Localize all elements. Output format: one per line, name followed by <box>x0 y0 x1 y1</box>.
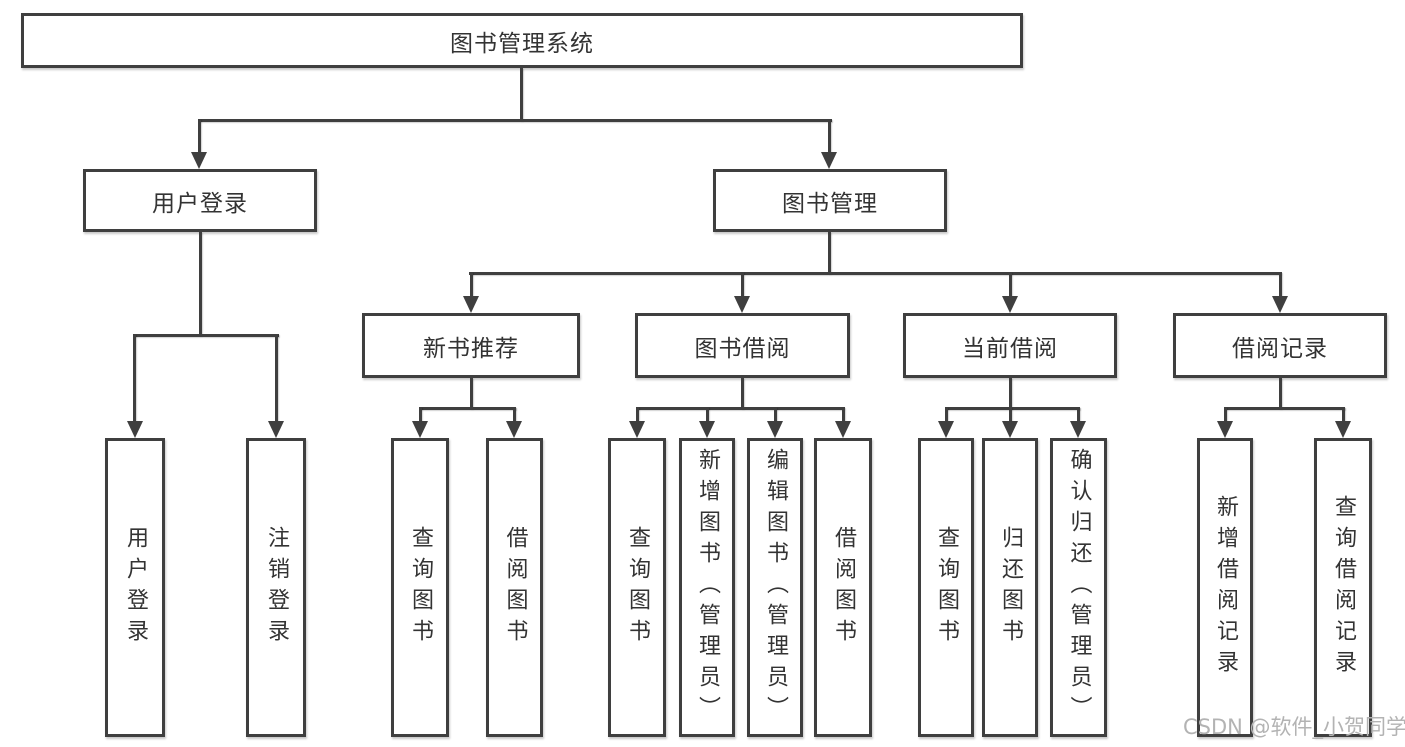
node-user-login-label: 用户登录 <box>152 190 248 217</box>
leaf-borrow-add-book-admin-label: 新增图书（管理员） <box>695 448 720 727</box>
leaf-user-login-label: 用户登录 <box>123 525 148 650</box>
connector-line <box>470 378 473 409</box>
arrow-down-icon <box>1002 296 1018 313</box>
arrow-down-icon <box>1217 421 1233 438</box>
connector-line <box>133 334 279 337</box>
connector-line <box>1009 407 1012 423</box>
connector-line <box>275 334 278 423</box>
connector-line <box>828 119 831 153</box>
connector-line <box>198 119 832 122</box>
connector-line <box>469 272 1281 275</box>
leaf-borrow-borrow-book-label: 借阅图书 <box>831 525 856 650</box>
leaf-logout-label: 注销登录 <box>264 525 289 650</box>
arrow-down-icon <box>412 421 428 438</box>
connector-line <box>1224 407 1345 410</box>
connector-line <box>470 272 473 298</box>
leaf-record-add: 新增借阅记录 <box>1197 438 1253 737</box>
arrow-down-icon <box>1335 421 1351 438</box>
leaf-newbook-borrow-book: 借阅图书 <box>486 438 543 737</box>
node-book-borrow-label: 图书借阅 <box>694 335 791 362</box>
connector-line <box>774 407 777 423</box>
arrow-down-icon <box>463 296 479 313</box>
node-user-login: 用户登录 <box>83 169 317 232</box>
connector-line <box>198 119 201 153</box>
arrow-down-icon <box>734 296 750 313</box>
node-new-book-recommend-label: 新书推荐 <box>423 335 519 362</box>
leaf-borrow-query-book-label: 查询图书 <box>625 525 650 650</box>
connector-line <box>945 407 1080 410</box>
connector-line <box>828 232 831 274</box>
connector-line <box>1009 272 1012 298</box>
connector-line <box>842 407 845 423</box>
leaf-current-return-book: 归还图书 <box>982 438 1038 737</box>
leaf-record-query: 查询借阅记录 <box>1314 438 1372 737</box>
leaf-current-query-book: 查询图书 <box>918 438 974 737</box>
connector-line <box>1279 378 1282 409</box>
connector-line <box>513 407 516 423</box>
arrow-down-icon <box>938 421 954 438</box>
arrow-down-icon <box>1070 421 1086 438</box>
arrow-down-icon <box>699 421 715 438</box>
node-borrow-record-label: 借阅记录 <box>1232 335 1328 362</box>
connector-line <box>520 68 523 121</box>
node-new-book-recommend: 新书推荐 <box>362 313 580 378</box>
node-borrow-record: 借阅记录 <box>1173 313 1387 378</box>
connector-line <box>1077 407 1080 423</box>
leaf-current-query-book-label: 查询图书 <box>934 525 959 650</box>
arrow-down-icon <box>127 421 143 438</box>
connector-line <box>706 407 709 423</box>
leaf-user-login: 用户登录 <box>105 438 165 737</box>
leaf-borrow-add-book-admin: 新增图书（管理员） <box>679 438 735 737</box>
leaf-newbook-query-book-label: 查询图书 <box>408 525 433 650</box>
leaf-logout: 注销登录 <box>246 438 306 737</box>
node-root-library-system: 图书管理系统 <box>21 13 1023 68</box>
connector-line <box>1009 378 1012 409</box>
leaf-current-confirm-return-admin-label: 确认归还（管理员） <box>1066 448 1092 727</box>
connector-line <box>636 407 844 410</box>
arrow-down-icon <box>1272 296 1288 313</box>
connector-line <box>1279 272 1282 298</box>
node-current-borrow: 当前借阅 <box>903 313 1117 378</box>
leaf-borrow-borrow-book: 借阅图书 <box>814 438 872 737</box>
leaf-borrow-edit-book-admin: 编辑图书（管理员） <box>747 438 803 737</box>
arrow-down-icon <box>191 152 207 169</box>
arrow-down-icon <box>835 421 851 438</box>
arrow-down-icon <box>506 421 522 438</box>
connector-line <box>1224 407 1227 423</box>
connector-line <box>636 407 639 423</box>
connector-line <box>419 407 516 410</box>
connector-line <box>945 407 948 423</box>
leaf-current-return-book-label: 归还图书 <box>998 525 1023 650</box>
connector-line <box>419 407 422 423</box>
arrow-down-icon <box>629 421 645 438</box>
node-current-borrow-label: 当前借阅 <box>962 335 1058 362</box>
arrow-down-icon <box>821 152 837 169</box>
node-book-borrow: 图书借阅 <box>635 313 850 378</box>
leaf-record-query-label: 查询借阅记录 <box>1331 494 1356 681</box>
connector-line <box>741 272 744 298</box>
node-root-label: 图书管理系统 <box>450 30 594 57</box>
connector-line <box>741 378 744 409</box>
arrow-down-icon <box>268 421 284 438</box>
watermark: CSDN @软件_小贺同学 <box>1183 715 1405 739</box>
connector-line <box>199 232 202 336</box>
leaf-record-add-label: 新增借阅记录 <box>1213 494 1238 681</box>
leaf-borrow-edit-book-admin-label: 编辑图书（管理员） <box>763 448 788 727</box>
arrow-down-icon <box>1002 421 1018 438</box>
leaf-borrow-query-book: 查询图书 <box>608 438 666 737</box>
connector-line <box>133 334 136 423</box>
node-book-management: 图书管理 <box>713 169 947 232</box>
node-book-management-label: 图书管理 <box>782 190 878 217</box>
leaf-newbook-query-book: 查询图书 <box>391 438 449 737</box>
leaf-current-confirm-return-admin: 确认归还（管理员） <box>1050 438 1107 737</box>
leaf-newbook-borrow-book-label: 借阅图书 <box>502 525 528 650</box>
connector-line <box>1342 407 1345 423</box>
arrow-down-icon <box>767 421 783 438</box>
